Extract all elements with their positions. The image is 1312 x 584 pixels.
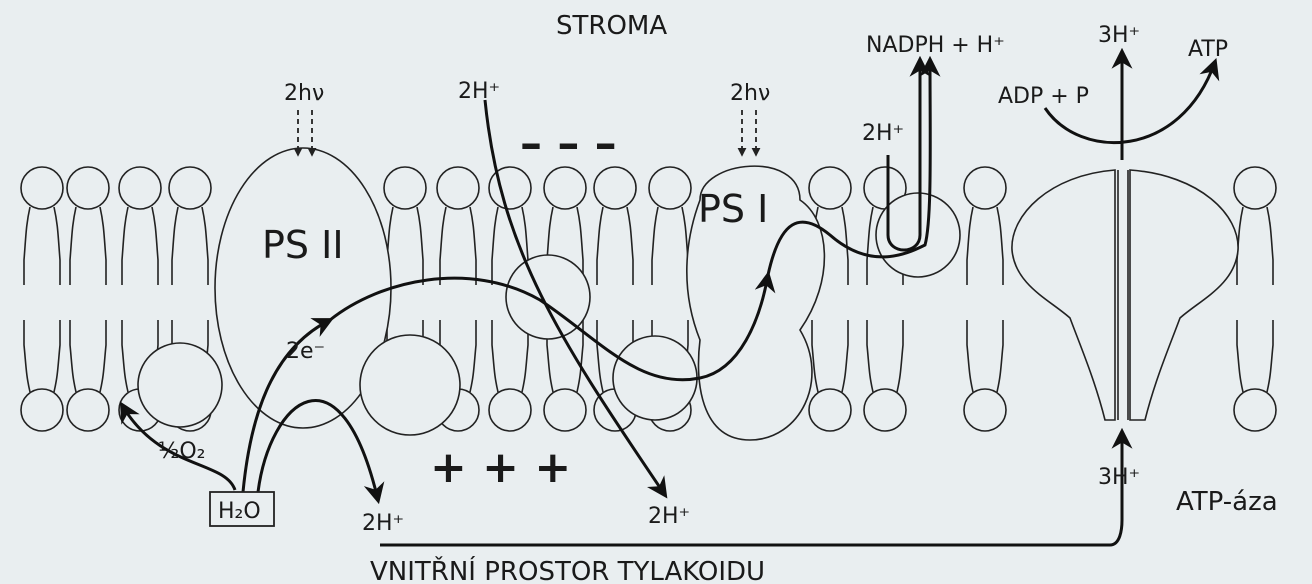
atp-proton-out-label: 3H⁺ [1098,23,1140,48]
ps2-subunit-left [138,343,222,427]
ps2-subunit-right [360,335,460,435]
h2o-label: H₂O [218,499,261,524]
atp-synthase-label: ATP-áza [1176,487,1278,517]
atp-proton-in-label: 3H⁺ [1098,465,1140,490]
lipid-unit [964,167,1006,431]
plus-signs: + + + [430,442,571,493]
lipid-unit [1234,167,1276,431]
protons-stroma-label: 2H⁺ [458,79,500,104]
atp-label: ATP [1188,37,1228,62]
stroma-label: STROMA [556,11,667,41]
light-label-ps1: 2hν [730,81,770,106]
atp-synthase-complex-right [1130,170,1238,420]
light-label-ps2: 2hν [284,81,324,106]
protons-lumen-mid-label: 2H⁺ [648,504,690,529]
adp-label: ADP + P [998,84,1089,109]
protons-nadph-label: 2H⁺ [862,121,904,146]
lumen-label: VNITŘNÍ PROSTOR TYLAKOIDU [370,555,765,584]
nadph-label: NADPH + H⁺ [866,33,1005,58]
ps1-label: PS I [698,187,768,231]
protons-lumen-left-label: 2H⁺ [362,511,404,536]
atp-synthase-complex [1012,170,1115,420]
ps2-label: PS II [262,223,344,267]
electrons-label: 2e⁻ [286,339,325,364]
cytochrome-bottom [613,336,697,420]
lipid-unit [21,167,63,431]
o2-label: ½O₂ [158,439,205,464]
lipid-unit [67,167,109,431]
minus-signs: – – – [520,118,617,169]
